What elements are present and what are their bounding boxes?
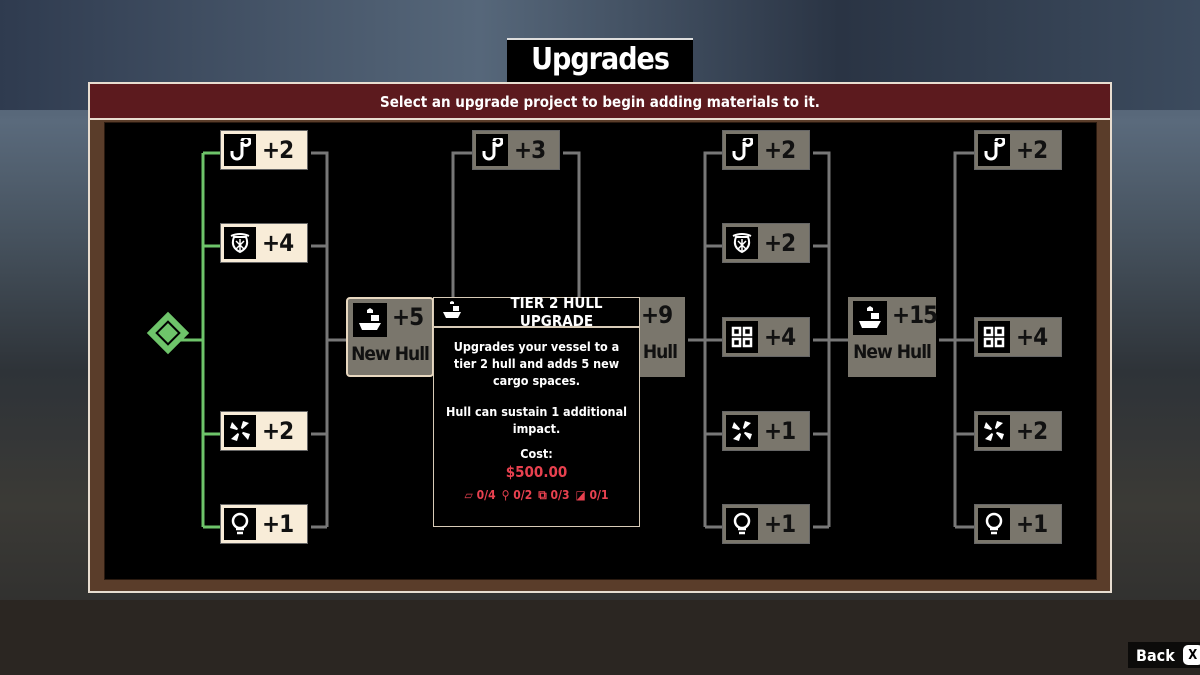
upgrade-node-hook[interactable]: +2: [974, 130, 1062, 170]
materials-list: ▱ 0/4 ⚲ 0/2 ⧉ 0/3 ◪ 0/1: [444, 487, 629, 504]
cost-value: $500.00: [505, 463, 568, 481]
bulb-icon: [978, 508, 1010, 540]
ship-icon: [353, 303, 387, 337]
upgrade-tooltip: TIER 2 HULL UPGRADE Upgrades your vessel…: [433, 294, 640, 527]
hull-upgrade-tier2[interactable]: +5 New Hull: [346, 297, 434, 377]
metal-material: ◪ 0/1: [575, 488, 609, 502]
upgrade-node-net[interactable]: +4: [220, 223, 308, 263]
ship-icon: [853, 301, 887, 335]
tooltip-detail: Hull can sustain 1 additional impact.: [445, 404, 628, 436]
plank-material: ▱ 0/4: [464, 488, 496, 502]
bulb-icon: [726, 508, 758, 540]
upgrade-node-grid[interactable]: +4: [722, 317, 810, 357]
cost-label: Cost:: [520, 446, 553, 461]
hook-icon: [726, 134, 758, 166]
net-icon: [224, 227, 256, 259]
upgrade-node-propeller[interactable]: +2: [974, 411, 1062, 451]
start-diamond-icon: [146, 311, 190, 355]
upgrade-node-hook[interactable]: +2: [220, 130, 308, 170]
dock-background: [0, 600, 1200, 675]
active-connectors: [175, 151, 223, 529]
upgrade-node-bulb[interactable]: +1: [722, 504, 810, 544]
net-icon: [726, 227, 758, 259]
hull-upgrade-tier4[interactable]: +15 New Hull: [848, 297, 938, 377]
propeller-icon: [978, 415, 1010, 447]
tooltip-description: Upgrades your vessel to a tier 2 hull an…: [453, 339, 620, 388]
propeller-icon: [726, 415, 758, 447]
upgrade-node-propeller[interactable]: +2: [220, 411, 308, 451]
tooltip-title: TIER 2 HULL UPGRADE: [510, 294, 603, 330]
bolt-material: ⚲ 0/2: [501, 488, 533, 502]
bulb-icon: [224, 508, 256, 540]
x-key-icon: X: [1182, 645, 1200, 665]
upgrade-node-bulb[interactable]: +1: [974, 504, 1062, 544]
grid-icon: [726, 321, 758, 353]
upgrade-node-bulb[interactable]: +1: [220, 504, 308, 544]
propeller-icon: [224, 415, 256, 447]
upgrade-node-hook[interactable]: +2: [722, 130, 810, 170]
hook-icon: [224, 134, 256, 166]
back-button[interactable]: Back X: [1128, 642, 1200, 668]
upgrade-node-net[interactable]: +2: [722, 223, 810, 263]
cloth-material: ⧉ 0/3: [538, 488, 570, 502]
instruction-banner: Select an upgrade project to begin addin…: [90, 84, 1110, 120]
upgrade-node-hook[interactable]: +3: [472, 130, 560, 170]
page-title: Upgrades: [507, 38, 693, 82]
grid-icon: [978, 321, 1010, 353]
ship-icon: [442, 300, 462, 324]
upgrade-node-grid[interactable]: +4: [974, 317, 1062, 357]
hook-icon: [978, 134, 1010, 166]
upgrade-node-propeller[interactable]: +1: [722, 411, 810, 451]
hook-icon: [476, 134, 508, 166]
